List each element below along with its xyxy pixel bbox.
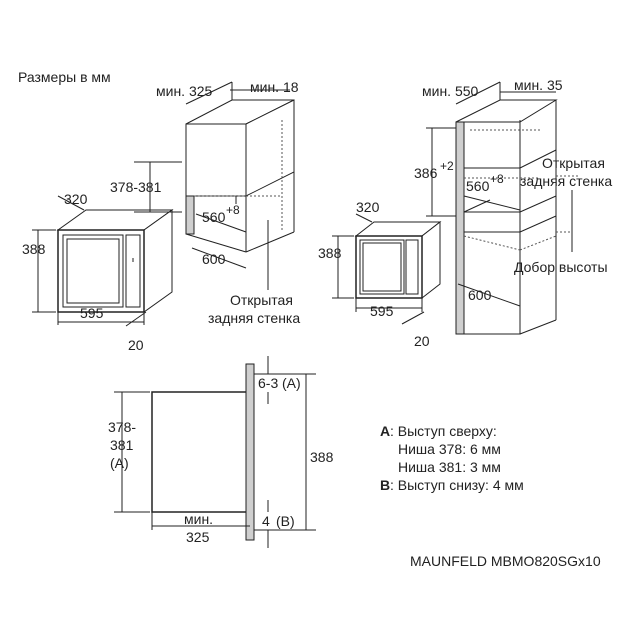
legend-a-text: : Выступ сверху: xyxy=(390,423,497,439)
section-niche-2: 381 xyxy=(110,437,134,453)
right-mw-depth-label: 320 xyxy=(356,199,380,215)
section-height-label: 388 xyxy=(310,449,334,465)
left-inner-width-label: 560 xyxy=(202,209,226,225)
model-label: MAUNFELD MBMO820SGx10 xyxy=(410,553,601,569)
right-mw-height-label: 388 xyxy=(318,245,342,261)
right-height-addon-label: Добор высоты xyxy=(514,259,608,275)
mw-offset-label: 20 xyxy=(128,337,144,353)
section-niche-1: 378- xyxy=(108,419,136,435)
left-inner-width-sup: +8 xyxy=(226,203,240,217)
right-open-back-2: задняя стенка xyxy=(520,173,612,189)
right-inner-width-sup: +8 xyxy=(490,172,504,186)
left-microwave xyxy=(56,209,174,313)
legend-b-key: B xyxy=(380,477,390,493)
left-min-gap-label: мин. 18 xyxy=(250,79,299,95)
section-top-protrusion: 6-3 xyxy=(258,375,278,391)
legend: A : Выступ сверху: Ниша 378: 6 мм Ниша 3… xyxy=(380,423,524,493)
section-top-marker: (A) xyxy=(282,375,301,391)
legend-a-line1: Ниша 378: 6 мм xyxy=(398,441,501,457)
right-niche-height-sup: +2 xyxy=(440,159,454,173)
right-open-back-1: Открытая xyxy=(542,155,605,171)
mw-height-label: 388 xyxy=(22,241,46,257)
right-mw-offset-label: 20 xyxy=(414,333,430,349)
left-niche-height-label: 378-381 xyxy=(110,179,162,195)
units-label: Размеры в мм xyxy=(18,69,111,85)
left-open-back-2: задняя стенка xyxy=(208,310,300,326)
legend-a-key: A xyxy=(380,423,390,439)
left-open-back-1: Открытая xyxy=(230,292,293,308)
right-microwave xyxy=(354,220,442,300)
right-niche-depth-label: 600 xyxy=(468,287,492,303)
left-niche-depth-label: 600 xyxy=(202,251,226,267)
legend-a-line2: Ниша 381: 3 мм xyxy=(398,459,501,475)
right-min-gap-label: мин. 35 xyxy=(514,77,563,93)
section-bottom-protrusion: 4 xyxy=(262,513,270,529)
right-min-depth-label: мин. 550 xyxy=(422,83,479,99)
section-bottom-marker: (B) xyxy=(276,513,295,529)
right-mw-width-label: 595 xyxy=(370,303,394,319)
right-inner-width-label: 560 xyxy=(466,178,490,194)
right-niche-height-label: 386 xyxy=(414,165,438,181)
mw-width-label: 595 xyxy=(80,305,104,321)
right-tall-cabinet xyxy=(455,99,558,335)
left-niche xyxy=(185,99,295,253)
left-min-depth-label: мин. 325 xyxy=(156,83,213,99)
section-view xyxy=(151,363,316,541)
section-niche-3: (A) xyxy=(110,455,129,471)
legend-b-text: : Выступ снизу: 4 мм xyxy=(390,477,524,493)
section-min-value: 325 xyxy=(186,529,210,545)
mw-depth-label: 320 xyxy=(64,191,88,207)
section-min-label: мин. xyxy=(184,511,213,527)
